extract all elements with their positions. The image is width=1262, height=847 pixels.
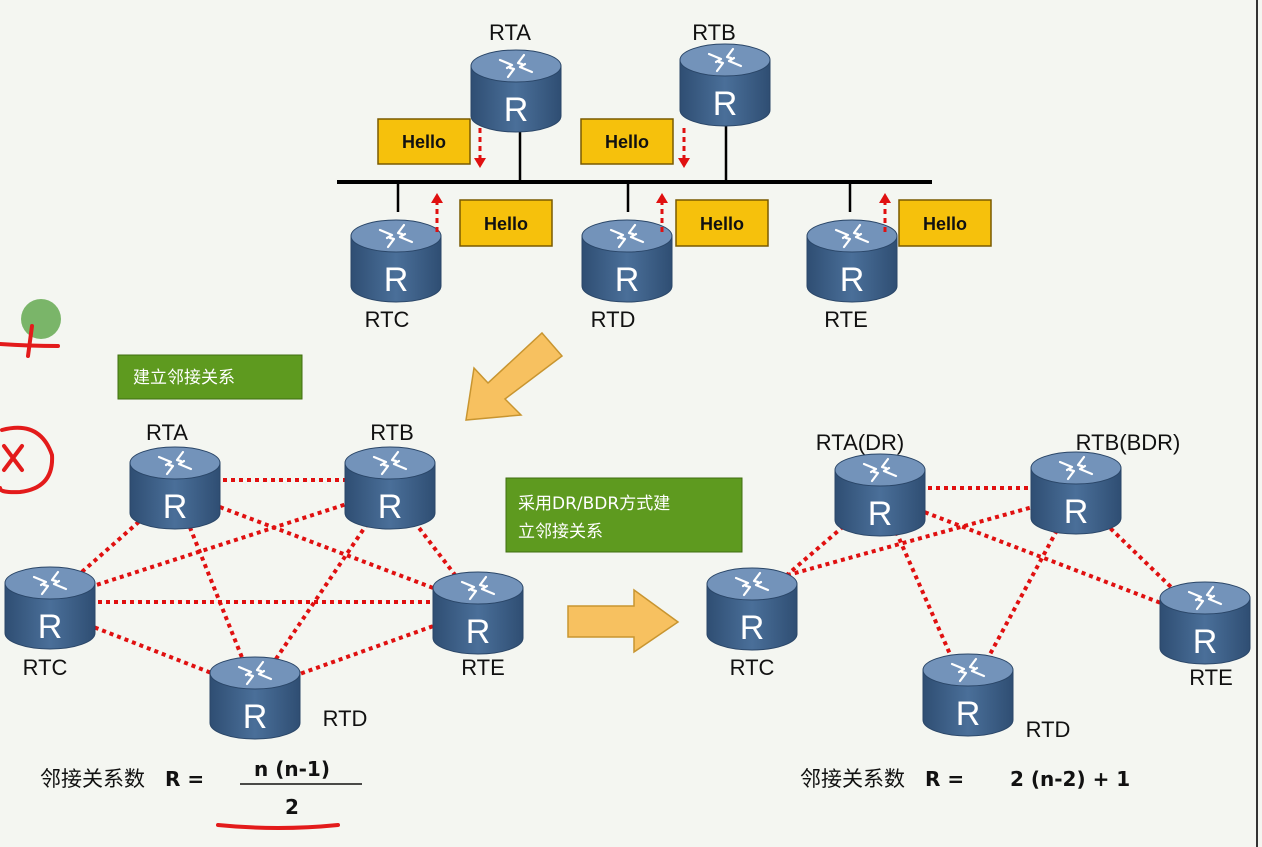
router-label-rta: RTA — [489, 20, 531, 45]
svg-text:Hello: Hello — [923, 214, 967, 234]
router-label-rtd: RTD — [591, 307, 636, 332]
hello-packet: Hello — [675, 199, 769, 247]
router-icon: R — [3, 565, 97, 651]
router-icon: R — [705, 566, 799, 652]
router-label-rtb: RTB — [692, 20, 736, 45]
svg-text:R: R — [740, 609, 765, 647]
svg-text:R: R — [956, 695, 981, 733]
badge-establish-adjacency: 建立邻接关系 — [117, 354, 303, 400]
svg-text:R: R — [38, 608, 63, 646]
hello-packet: Hello — [377, 118, 471, 165]
router-icon: R — [349, 218, 443, 304]
hello-packet: Hello — [459, 199, 553, 247]
svg-text:邻接关系数: 邻接关系数 — [40, 767, 145, 791]
svg-text:2: 2 — [285, 795, 299, 819]
hello-direction-arrows — [435, 128, 887, 232]
router-label-rtd: RTD — [1026, 717, 1071, 742]
top-broadcast-network: R R R R R RTA RTB RTC RTD RTE Hello — [337, 20, 992, 332]
svg-text:R: R — [163, 488, 188, 526]
hello-packet: Hello — [580, 118, 674, 165]
router-label-rtb: RTB — [370, 420, 414, 445]
svg-text:R: R — [1193, 623, 1218, 661]
svg-text:R: R — [243, 698, 268, 736]
router-icon: R — [128, 445, 222, 531]
router-label-rte: RTE — [1189, 665, 1233, 690]
svg-text:Hello: Hello — [605, 132, 649, 152]
svg-text:R: R — [615, 261, 640, 299]
svg-text:R: R — [1064, 493, 1089, 531]
router-icon: R — [1029, 450, 1123, 536]
svg-text:Hello: Hello — [484, 214, 528, 234]
router-icon: R — [833, 452, 927, 538]
svg-text:n (n-1): n (n-1) — [254, 757, 330, 781]
svg-text:R: R — [840, 261, 865, 299]
router-label-rtc: RTC — [730, 655, 775, 680]
hand-underline — [216, 823, 340, 830]
router-label-rte: RTE — [461, 655, 505, 680]
right-dr-bdr-network: R R R R R RTA(DR) RTB(BDR) RTC RTE RTD 邻… — [705, 430, 1252, 791]
svg-text:2 (n-2) + 1: 2 (n-2) + 1 — [1010, 767, 1130, 791]
hand-annotation — [0, 299, 61, 495]
router-icon: R — [805, 218, 899, 304]
svg-text:Hello: Hello — [402, 132, 446, 152]
svg-text:Hello: Hello — [700, 214, 744, 234]
svg-text:立邻接关系: 立邻接关系 — [518, 522, 603, 542]
svg-text:R: R — [466, 613, 491, 651]
svg-text:R =: R = — [165, 767, 204, 791]
router-icon: R — [921, 652, 1015, 738]
router-label-rtb-bdr: RTB(BDR) — [1076, 430, 1181, 455]
svg-text:邻接关系数: 邻接关系数 — [800, 767, 905, 791]
router-label-rtd: RTD — [323, 706, 368, 731]
left-full-mesh: 建立邻接关系 R R R R — [3, 354, 525, 830]
hello-packet: Hello — [898, 199, 992, 247]
svg-text:R: R — [384, 261, 409, 299]
router-label-rte: RTE — [824, 307, 868, 332]
transition-arrow-right — [567, 588, 680, 654]
router-label-rta: RTA — [146, 420, 188, 445]
svg-text:建立邻接关系: 建立邻接关系 — [133, 368, 235, 388]
formula-full-mesh: 邻接关系数 R = n (n-1) 2 — [40, 757, 362, 830]
svg-text:采用DR/BDR方式建: 采用DR/BDR方式建 — [518, 494, 670, 514]
svg-text:R: R — [504, 91, 529, 129]
router-icon: R — [678, 42, 772, 128]
svg-text:R: R — [713, 85, 738, 123]
router-icon: R — [343, 445, 437, 531]
router-icon: R — [469, 48, 563, 134]
router-icon: R — [208, 655, 302, 741]
router-icon: R — [580, 218, 674, 304]
transition-arrow — [465, 331, 564, 421]
badge-dr-bdr-method: 采用DR/BDR方式建 立邻接关系 — [505, 477, 743, 553]
router-label-rtc: RTC — [23, 655, 68, 680]
svg-text:R: R — [378, 488, 403, 526]
router-label-rta-dr: RTA(DR) — [816, 430, 904, 455]
router-icon: R — [1158, 580, 1252, 666]
router-label-rtc: RTC — [365, 307, 410, 332]
formula-dr-bdr: 邻接关系数 R = 2 (n-2) + 1 — [800, 767, 1130, 791]
router-icon: R — [431, 570, 525, 656]
svg-text:R =: R = — [925, 767, 964, 791]
svg-text:R: R — [868, 495, 893, 533]
